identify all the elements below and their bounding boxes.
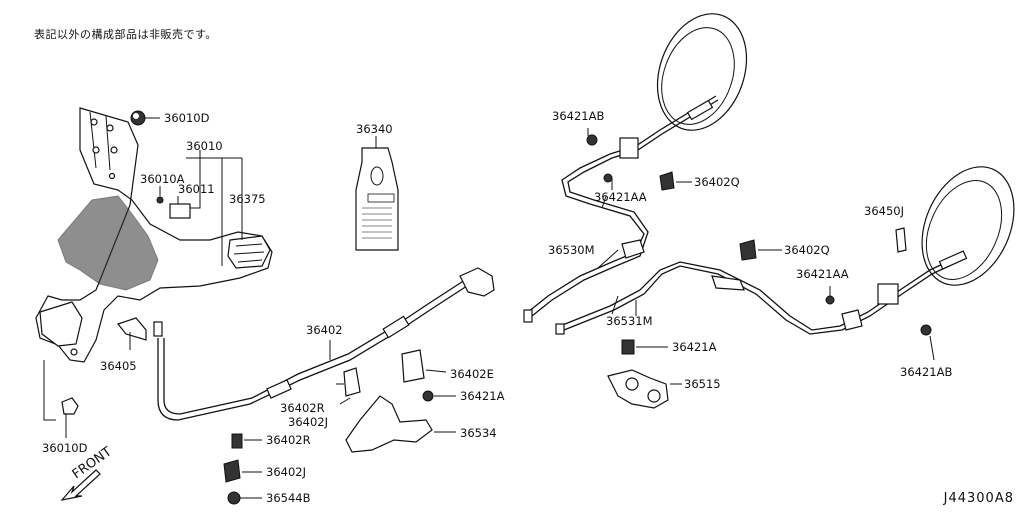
label-36402j-mid: 36402J [288,415,328,429]
label-36530m: 36530M [548,243,595,257]
label-36421a-right: 36421A [672,340,717,354]
label-36402q-upper: 36402Q [694,175,740,189]
label-36011: 36011 [178,182,215,196]
caution-tag-36340 [355,136,399,251]
label-36421ab-upper: 36421AB [552,109,604,123]
bolt-36421aa-upper [603,173,613,190]
label-36402j-bottom: 36402J [266,465,306,479]
label-36010a: 36010A [140,172,185,186]
bracket-36402e [401,349,447,383]
label-36421aa-upper: 36421AA [594,190,647,204]
bolt-36010d-top [130,110,160,126]
clip-36402q-lower [739,239,782,261]
label-36531m: 36531M [606,314,653,328]
notice-text: 表記以外の構成部品は非販売です。 [34,28,217,41]
clip-36402j-bottom [223,459,262,483]
bolt-36421ab-lower [920,324,935,361]
parking-brake-pedal-assembly [35,107,273,421]
front-direction-arrow [60,469,101,501]
rear-cable-36530m [523,95,719,323]
label-36421aa-lower: 36421AA [796,267,849,281]
label-36450j: 36450J [864,204,904,218]
label-36402r-bottom: 36402R [266,433,311,447]
label-36375: 36375 [229,192,266,206]
clip-36402r-36402j [336,367,361,405]
clip-36450j [895,227,907,253]
nut-36010d-bottom [61,397,79,438]
front-cable-36402 [153,267,495,421]
label-36402q-lower: 36402Q [784,243,830,257]
label-36402: 36402 [306,323,343,337]
label-36402e: 36402E [450,367,494,381]
label-36534: 36534 [460,426,497,440]
rear-drum-lower [921,166,1015,286]
bolt-36421ab-upper [586,128,598,146]
diagram-code: J44300A8 [943,491,1014,506]
label-36010d-top: 36010D [164,111,210,125]
bolt-36421aa-lower [825,286,835,305]
label-36402r-mid: 36402R [280,401,325,415]
clip-36402q-upper [659,171,692,191]
bolt-36421a-left [422,390,456,402]
label-36421ab-lower: 36421AB [900,365,952,379]
label-36421a-left: 36421A [460,389,505,403]
clip-36544b [227,491,262,505]
bolt-36402r-bottom [231,433,262,449]
label-36405: 36405 [100,359,137,373]
equalizer-bracket-36515 [607,369,682,409]
label-36544b: 36544B [266,491,311,505]
rear-drum-upper [656,13,748,131]
bracket-36534 [345,395,456,453]
label-36515: 36515 [684,377,721,391]
label-36010: 36010 [186,139,223,153]
label-36010d-bottom: 36010D [42,441,88,455]
label-36340: 36340 [356,122,393,136]
bolt-36421a-right [621,339,668,355]
rear-cable-36531m [555,250,968,335]
